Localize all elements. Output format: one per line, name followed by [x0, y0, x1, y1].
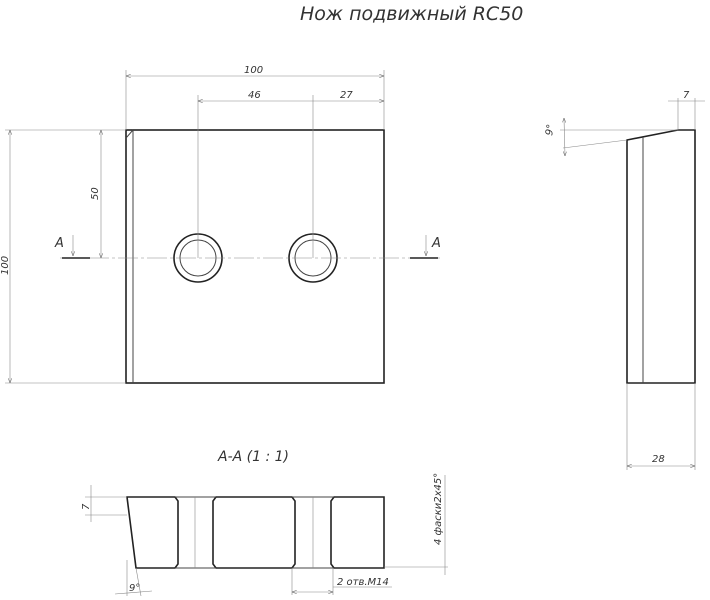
dim-hole-height: 50 — [90, 187, 101, 200]
dim-depth: 7 — [81, 503, 92, 510]
front-view: 100 46 27 100 50 A A — [0, 65, 441, 384]
holes-note: 2 отв.М14 — [337, 577, 389, 588]
dim-thickness: 28 — [652, 454, 665, 465]
side-view: 9° 7 28 — [544, 90, 705, 470]
dim-angle-side: 9° — [544, 123, 557, 136]
dim-height: 100 — [0, 256, 11, 275]
section-mark-left: A — [54, 235, 90, 259]
section-mark-right: A — [410, 235, 441, 259]
svg-text:A: A — [431, 236, 441, 251]
section-title: A-A (1 : 1) — [217, 449, 289, 465]
dim-hole-spacing: 46 — [248, 90, 261, 101]
dim-top: 7 — [683, 90, 690, 101]
dim-edge: 27 — [340, 90, 353, 101]
chamfer-note: 4 фаски2x45° — [433, 473, 444, 545]
dim-width: 100 — [244, 65, 263, 76]
section-view: A-A (1 : 1) 7 9° 2 отв.М14 4 фаски2x45° — [81, 449, 448, 597]
drawing-title: Нож подвижный RC50 — [300, 3, 523, 25]
svg-text:A: A — [54, 236, 64, 251]
dim-angle-section: 9° — [129, 583, 140, 594]
